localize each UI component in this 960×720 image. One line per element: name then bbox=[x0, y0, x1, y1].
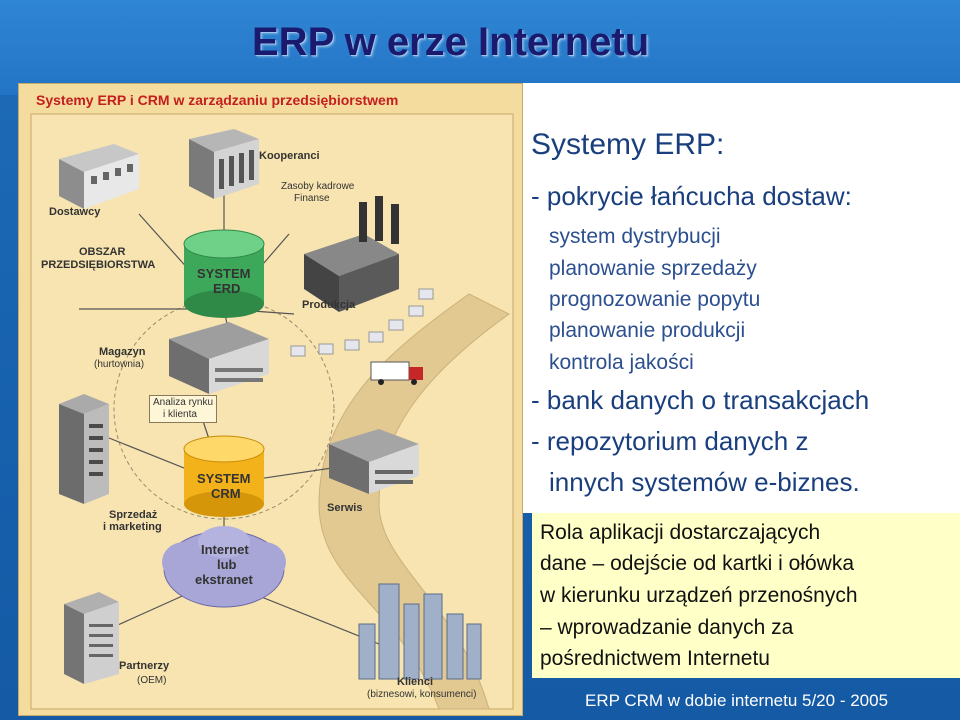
figure-heading: Systemy ERP i CRM w zarządzaniu przedsię… bbox=[36, 92, 399, 108]
note-line-4: – wprowadzanie danych za bbox=[540, 616, 794, 639]
label-sprzedaz: Sprzedaż bbox=[109, 509, 158, 521]
slide-title: ERP w erze Internetu bbox=[252, 20, 650, 64]
note-box: Rola aplikacji dostarczających dane – od… bbox=[532, 513, 960, 678]
label-dostawcy: Dostawcy bbox=[49, 206, 101, 218]
serwis-building bbox=[329, 429, 419, 494]
label-marketing: i marketing bbox=[103, 521, 162, 533]
label-system-erd: SYSTEM bbox=[197, 266, 251, 281]
kooperanci-building bbox=[189, 129, 259, 199]
erd-database bbox=[183, 229, 265, 318]
klienci-city bbox=[358, 583, 482, 680]
slide-footer: ERP CRM w dobie internetu 5/20 - 2005 bbox=[585, 691, 889, 710]
text-line-ebiz: innych systemów e-biznes. bbox=[549, 467, 860, 497]
magazyn-building bbox=[169, 322, 269, 394]
dostawcy-building bbox=[59, 144, 139, 209]
label-partnerzy: Partnerzy bbox=[119, 660, 170, 672]
note-line-1: Rola aplikacji dostarczających bbox=[540, 521, 821, 544]
internet-cloud bbox=[162, 526, 286, 608]
label-oem: (OEM) bbox=[137, 675, 167, 686]
label-ekstranet: ekstranet bbox=[195, 572, 253, 587]
label-przedsiebiorstwa: PRZEDSIĘBIORSTWA bbox=[41, 259, 156, 271]
label-analiza-line1: Analiza rynku bbox=[153, 397, 214, 408]
erp-crm-diagram: Systemy ERP i CRM w zarządzaniu przedsię… bbox=[18, 83, 523, 716]
label-kooperanci: Kooperanci bbox=[259, 150, 320, 162]
factory bbox=[304, 196, 399, 312]
note-line-5: pośrednictwem Internetu bbox=[540, 647, 770, 670]
label-klienci-types: (biznesowi, konsumenci) bbox=[367, 689, 477, 700]
text-line-supply-chain: - pokrycie łańcucha dostaw: bbox=[531, 181, 852, 211]
text-item-2: planowanie sprzedaży bbox=[549, 257, 757, 280]
label-klienci: Klienci bbox=[397, 676, 434, 688]
label-zasoby: Zasoby kadrowe bbox=[281, 181, 355, 192]
text-line-bank: - bank danych o transakcjach bbox=[531, 385, 870, 415]
label-internet: Internet bbox=[201, 542, 249, 557]
label-erd: ERD bbox=[213, 281, 241, 296]
label-system-crm: SYSTEM bbox=[197, 471, 251, 486]
label-analiza: Analiza rynku i klienta bbox=[149, 395, 218, 423]
label-crm: CRM bbox=[211, 486, 241, 501]
header-band bbox=[0, 0, 960, 95]
text-heading: Systemy ERP: bbox=[531, 128, 725, 161]
crm-database bbox=[183, 435, 265, 517]
label-produkcja: Produkcja bbox=[302, 299, 356, 311]
text-item-3: prognozowanie popytu bbox=[549, 288, 761, 311]
diagram-illustration bbox=[30, 113, 514, 710]
text-item-4: planowanie produkcji bbox=[549, 319, 746, 342]
label-analiza-line2: i klienta bbox=[163, 409, 197, 420]
note-line-2: dane – odejście od kartki i ołówka bbox=[540, 552, 855, 575]
text-panel: Systemy ERP: - pokrycie łańcucha dostaw:… bbox=[523, 83, 960, 513]
label-lub: lub bbox=[217, 557, 237, 572]
text-item-1: system dystrybucji bbox=[549, 225, 721, 248]
label-hurtownia: (hurtownia) bbox=[94, 359, 145, 370]
truck bbox=[370, 361, 423, 385]
text-item-5: kontrola jakości bbox=[549, 351, 694, 374]
sales-tower bbox=[59, 394, 109, 504]
note-line-3: w kierunku urządzeń przenośnych bbox=[540, 584, 858, 607]
label-magazyn: Magazyn bbox=[99, 346, 146, 358]
label-serwis: Serwis bbox=[327, 502, 363, 514]
text-line-repository: - repozytorium danych z bbox=[531, 426, 809, 456]
label-obszar: OBSZAR bbox=[79, 246, 126, 258]
label-finanse: Finanse bbox=[294, 193, 330, 204]
partnerzy-building bbox=[64, 592, 119, 684]
